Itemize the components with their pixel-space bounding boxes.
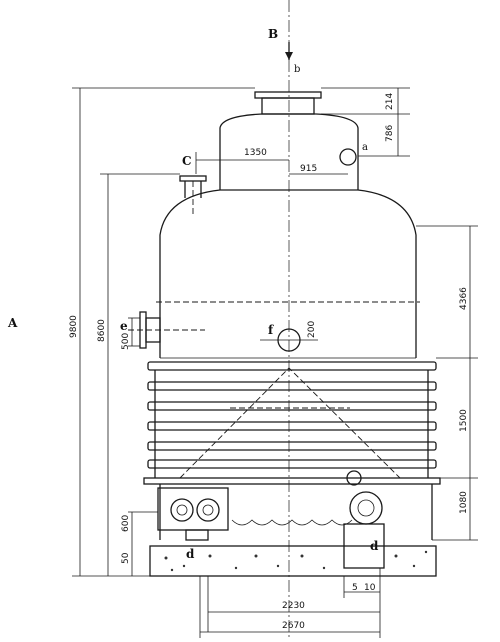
coil-ring-4 (147, 421, 437, 431)
top-nozzle (261, 97, 315, 115)
foundation-texture (164, 550, 428, 572)
left-pump-1 (170, 498, 194, 522)
right-pump-valve (346, 470, 362, 486)
dim-text-coil-section: 1500 (459, 409, 469, 432)
dim-text-e-height: 500 (121, 333, 131, 350)
upper-dome (219, 113, 359, 190)
coil-ring-3 (147, 401, 437, 411)
dim-text-pipe-a: 5 (352, 583, 358, 593)
dim-text-nozzle-a-offset: 915 (300, 164, 317, 174)
foundation (149, 545, 437, 577)
left-pump-1-inner (176, 504, 188, 516)
top-flange (254, 91, 322, 99)
label-nozzle-f: f (268, 323, 274, 337)
label-view-c: C (182, 154, 192, 168)
left-pump-foot (185, 529, 209, 541)
dim-text-upper-section: 4366 (459, 287, 469, 310)
view-b-arrowhead (285, 52, 293, 60)
coil-ring-6 (147, 459, 437, 469)
dim-text-lower-section: 1080 (459, 491, 469, 514)
lower-wave-lines (231, 519, 353, 526)
label-nozzle-d-right: d (370, 539, 379, 553)
coil-ring-5 (147, 441, 437, 451)
lower-ring (143, 477, 441, 485)
shell-shoulder (159, 189, 417, 300)
dim-text-base-outer: 2670 (282, 621, 305, 631)
dim-text-shell-height: 8600 (97, 319, 107, 342)
right-pump-inner (357, 499, 375, 517)
nozzle-a-circle (339, 148, 357, 166)
label-nozzle-a: a (362, 142, 368, 153)
dim-text-dome-height: 786 (385, 125, 395, 142)
coil-ring-1 (147, 361, 437, 371)
left-pump-2-inner (202, 504, 214, 516)
label-nozzle-d-left: d (186, 547, 195, 561)
coil-ring-2 (147, 381, 437, 391)
dim-text-pump-height: 600 (121, 515, 131, 532)
dim-text-overall-height: 9800 (69, 315, 79, 338)
label-nozzle-b: b (294, 64, 300, 75)
internal-cone (179, 367, 401, 479)
dim-text-base-inner: 2230 (282, 601, 305, 611)
dim-text-dome-diameter: 1350 (244, 148, 267, 158)
dim-text-base-height: 50 (121, 552, 131, 564)
nozzle-c-flange (179, 175, 207, 182)
dim-text-nozzle-f: 200 (307, 321, 317, 338)
left-pump-2 (196, 498, 220, 522)
dim-text-pipe-b: 10 (364, 583, 376, 593)
dim-text-top-nozzle: 214 (385, 93, 395, 110)
label-view-b: B (268, 27, 278, 41)
coil-rings (147, 361, 437, 478)
label-nozzle-e: e (120, 319, 128, 333)
label-view-a: A (7, 316, 18, 330)
right-pump (349, 491, 383, 525)
